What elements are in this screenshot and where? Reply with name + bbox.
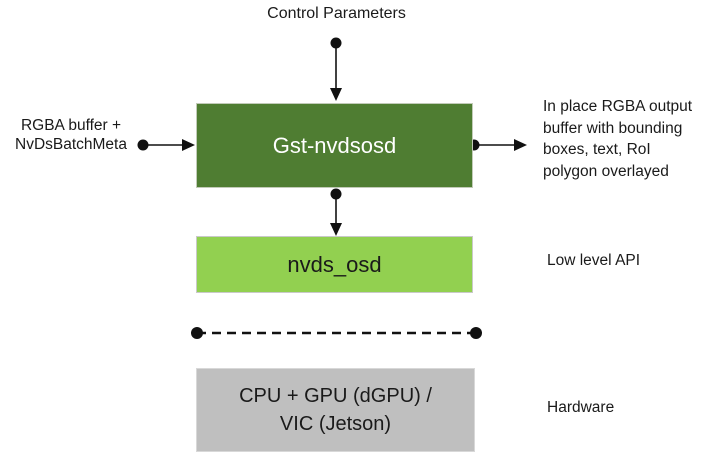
input-arrow [137,139,195,151]
connector-dot [330,188,342,200]
output-label-line2: buffer with bounding [543,119,683,137]
gst-nvdsosd-box-label: Gst-nvdsosd [272,132,397,158]
input-label-line1: RGBA buffer + [20,117,122,134]
output-label-line1: In place RGBA output [543,98,693,115]
arrowhead-right-icon [182,139,195,151]
connector-dot [470,327,482,339]
hardware-box: CPU + GPU (dGPU) / VIC (Jetson) [196,368,475,452]
control-parameters-arrow [330,37,342,101]
hardware-label: Hardware [547,399,615,416]
hardware-box-line2: VIC (Jetson) [279,413,392,435]
input-label-line2: NvDsBatchMeta [15,136,127,153]
hardware-box-line1: CPU + GPU (dGPU) / [239,385,432,407]
output-arrow [468,139,527,151]
connector-dot [330,37,342,49]
arrowhead-down-icon [330,88,342,101]
hardware-boundary-dashed-line [191,327,482,339]
connector-dot [191,327,203,339]
nvds-osd-box-label: nvds_osd [287,251,382,277]
gst-to-nvds-arrow [330,188,342,236]
control-parameters-label: Control Parameters [267,5,406,22]
nvds-osd-box: nvds_osd [196,236,473,293]
arrowhead-right-icon [514,139,527,151]
arrowhead-down-icon [330,223,342,236]
low-level-api-label: Low level API [547,252,641,269]
input-label: RGBA buffer + NvDsBatchMeta [0,116,142,154]
output-label: In place RGBA output buffer with boundin… [543,96,720,182]
output-label-line3: boxes, text, RoI [543,141,651,158]
output-label-line4: polygon overlayed [543,162,669,180]
gst-nvdsosd-box: Gst-nvdsosd [196,103,473,188]
